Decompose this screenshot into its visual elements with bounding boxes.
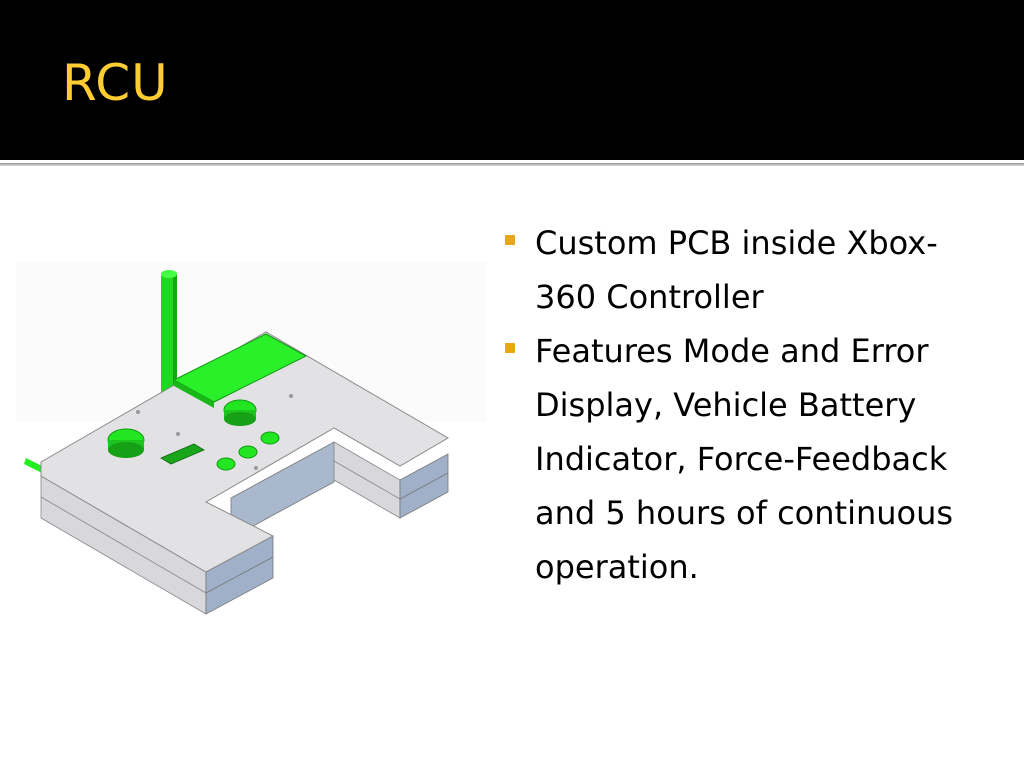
bullet-list: Custom PCB inside Xbox-360 Controller Fe…: [497, 216, 977, 594]
bullet-square-icon: [505, 343, 515, 353]
battery-led-bar: [160, 443, 205, 465]
antenna-shade: [173, 274, 177, 392]
knob-right-base: [224, 412, 256, 426]
display-panel: [172, 333, 308, 403]
rcu-cad-model-svg: [16, 262, 486, 615]
rcu-cad-model-image: [16, 262, 486, 622]
screw: [176, 432, 180, 436]
button-b: [238, 445, 258, 459]
screw: [289, 394, 293, 398]
button-a: [216, 457, 236, 471]
bullet-text: Features Mode and Error Display, Vehicle…: [535, 332, 954, 586]
title-bar: RCU: [0, 0, 1024, 160]
button-c: [260, 431, 280, 445]
bullet-square-icon: [505, 235, 515, 245]
screw: [254, 466, 258, 470]
knob-left-base: [108, 442, 144, 458]
bullet-text: Custom PCB inside Xbox-360 Controller: [535, 224, 938, 316]
screw: [136, 410, 140, 414]
bullet-item: Features Mode and Error Display, Vehicle…: [497, 324, 977, 594]
display-panel-edge: [174, 380, 214, 408]
slide-title: RCU: [62, 54, 169, 112]
divider-line: [0, 163, 1024, 166]
bullet-item: Custom PCB inside Xbox-360 Controller: [497, 216, 977, 324]
antenna-tip: [161, 270, 177, 278]
